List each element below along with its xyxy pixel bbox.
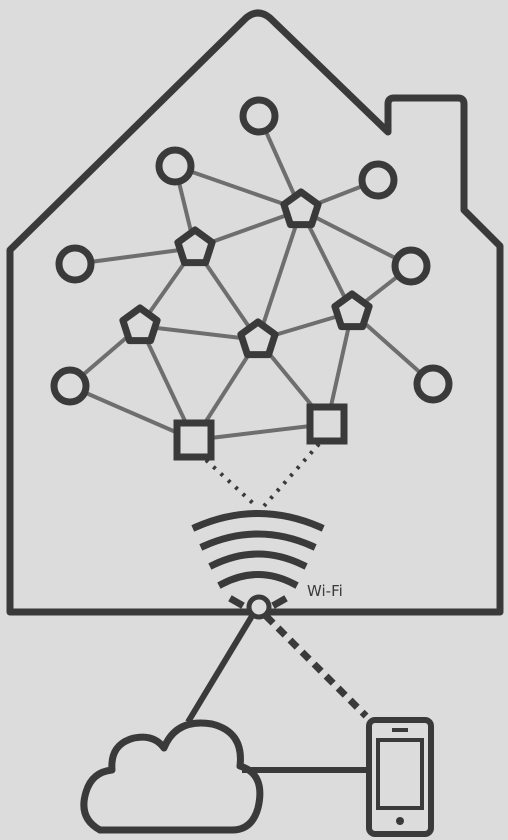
repeater-node-icon <box>331 290 373 331</box>
device-node-icon <box>155 146 195 186</box>
mesh-nodes <box>50 96 453 461</box>
wifi-signal-icon <box>191 510 325 609</box>
mesh-link <box>193 422 328 442</box>
router-node <box>246 594 272 620</box>
mesh-link <box>69 384 195 442</box>
wifi-label: Wi-Fi <box>307 582 343 600</box>
device-node-icon <box>413 364 453 404</box>
device-node-icon <box>391 246 431 286</box>
mesh-link <box>174 164 302 212</box>
cloud-icon <box>80 719 264 834</box>
dotted-link <box>204 458 258 508</box>
mesh-link <box>300 208 412 268</box>
router-cloud-link <box>185 614 255 724</box>
device-node-icon <box>55 244 95 284</box>
router-phone-link <box>263 613 369 719</box>
device-node-icon <box>50 366 90 406</box>
house-outline-icon <box>6 9 504 616</box>
repeater-node-icon <box>237 318 279 359</box>
dotted-link <box>262 442 321 508</box>
repeater-node-icon <box>119 304 161 345</box>
device-node-icon <box>358 160 398 200</box>
mesh-link <box>256 209 303 341</box>
hub-node-icon <box>306 403 348 445</box>
hub-node-icon <box>173 419 215 461</box>
mesh-link <box>74 246 196 266</box>
repeater-node-icon <box>174 226 216 267</box>
device-node-icon <box>239 96 279 136</box>
repeater-node-icon <box>280 188 322 229</box>
mesh-network-icon <box>50 96 453 508</box>
smartphone-icon <box>366 717 434 837</box>
hub-wifi-links <box>204 442 321 508</box>
